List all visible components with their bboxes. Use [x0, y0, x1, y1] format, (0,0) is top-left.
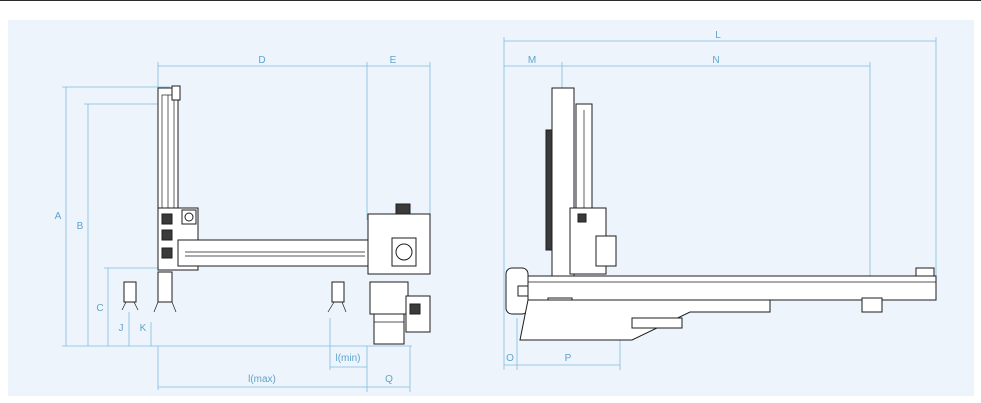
- label-d: D: [258, 55, 265, 66]
- label-k: K: [140, 323, 147, 334]
- label-a: A: [55, 211, 62, 222]
- front-carriage: [367, 203, 431, 345]
- front-view: D E A B C J K l(min) l(max) Q: [55, 55, 431, 392]
- label-q: Q: [385, 374, 393, 385]
- top-rule: [0, 0, 981, 1]
- label-l: L: [715, 30, 721, 41]
- side-view: L M N O P: [503, 30, 937, 370]
- side-vertical-arms: [545, 87, 617, 279]
- side-horizontal-beam: [527, 267, 937, 301]
- front-horizontal-beam: [177, 239, 371, 267]
- label-l-max: l(max): [248, 374, 276, 385]
- side-dimension-lines: [503, 37, 937, 370]
- label-b: B: [77, 221, 84, 232]
- label-p: P: [565, 353, 572, 364]
- label-o: O: [506, 353, 514, 364]
- side-end-motor: [505, 267, 529, 315]
- label-n: N: [712, 55, 719, 66]
- label-m: M: [528, 55, 536, 66]
- label-l-min: l(min): [336, 353, 361, 364]
- label-e: E: [390, 55, 397, 66]
- label-j: J: [119, 323, 124, 334]
- front-grippers: [121, 271, 347, 313]
- side-support-bracket: [519, 299, 771, 341]
- label-c: C: [96, 303, 103, 314]
